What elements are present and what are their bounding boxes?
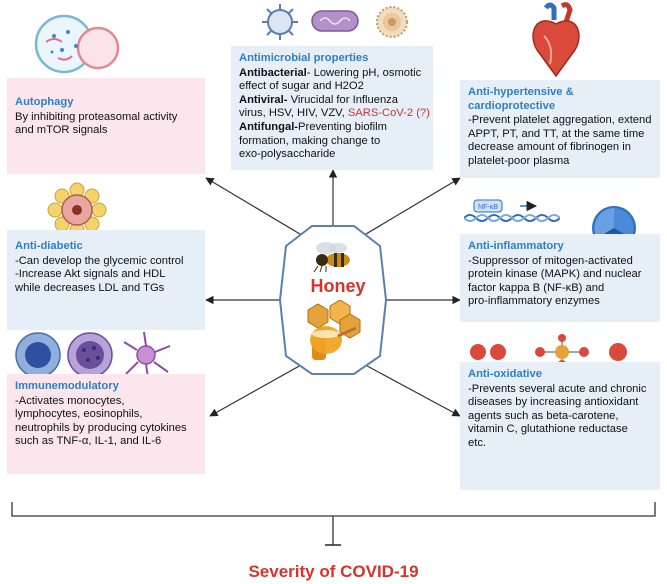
immune-cells-icon — [15, 331, 171, 379]
antioxidative-box: Anti-oxidative -Prevents several acute a… — [460, 362, 660, 490]
antibacterial-text-2: effect of sugar and H2O2 — [239, 80, 364, 93]
severity-label: Severity of COVID-19 — [248, 562, 419, 581]
nfkb-label: NF-κB — [478, 204, 498, 211]
immunomodulatory-line: lymphocytes, eosinophils, — [15, 408, 143, 421]
antihypertensive-title: Anti-hypertensive & cardioprotective — [468, 86, 574, 112]
antihypertensive-box: Anti-hypertensive & cardioprotective -Pr… — [460, 80, 660, 178]
antiviral-text: Virucidal for Influenza — [287, 93, 398, 106]
virus-icon — [262, 4, 298, 40]
antimicrobial-title: Antimicrobial properties — [239, 52, 369, 64]
antibacterial-text: - Lowering pH, osmotic — [306, 66, 422, 79]
antihypertensive-line: APPT, PT, and TT, at the same time — [468, 127, 645, 140]
dna-nfkb-icon: NF-κB — [464, 199, 560, 222]
fungus-icon — [376, 6, 408, 38]
antiviral-label: Antiviral- — [239, 93, 288, 106]
autophagy-line: By inhibiting proteasomal activity — [15, 110, 178, 123]
arrow-to-antihypertensive — [355, 177, 461, 241]
antifungal-text-3: exo-polysaccharide — [239, 148, 336, 161]
antibacterial-label: Antibacterial — [239, 66, 307, 79]
bacterium-icon — [311, 10, 359, 32]
honey-jar-icon — [307, 300, 361, 360]
sars-cov-2-highlight: SARS-CoV-2 (?) — [347, 107, 430, 120]
antihypertensive-line: decrease amount of fibrinogen in — [468, 141, 631, 154]
bee-icon — [313, 242, 350, 273]
honey-label: Honey — [310, 276, 366, 296]
honey-octagon — [278, 225, 388, 375]
antiviral-text-2: virus, HSV, HIV, VZV, — [239, 107, 348, 120]
antiinflammatory-line: factor kappa B (NF-κB) and — [468, 281, 605, 294]
antifungal-label: Antifungal- — [239, 120, 299, 133]
antiinflammatory-line: -Suppressor of mitogen-activated — [468, 254, 633, 267]
antioxidative-line: vitamin C, glutathione reductase — [468, 423, 628, 436]
antidiabetic-line: while decreases LDL and TGs — [15, 281, 165, 294]
antihypertensive-line: platelet-poor plasma — [468, 154, 570, 167]
arrow-to-antioxidative — [355, 359, 461, 417]
antidiabetic-line: -Can develop the glycemic control — [15, 254, 184, 267]
autophagy-title: Autophagy — [15, 96, 74, 108]
antifungal-text-2: formation, making change to — [239, 134, 381, 147]
bottom-bracket — [11, 502, 656, 517]
antihypertensive-line: -Prevent platelet aggregation, extend — [468, 114, 652, 127]
immunomodulatory-title: Immunemodulatory — [15, 380, 119, 392]
antioxidative-line: -Prevents several acute and chronic — [468, 382, 647, 395]
immunomodulatory-box: Immunemodulatory -Activates monocytes, l… — [7, 374, 205, 474]
antioxidative-line: etc. — [468, 436, 487, 449]
antiinflammatory-box: Anti-inflammatory -Suppressor of mitogen… — [460, 234, 660, 322]
autophagy-line: and mTOR signals — [15, 124, 108, 137]
immunomodulatory-line: such as TNF-α, IL-1, and IL-6 — [15, 435, 162, 448]
antioxidative-title: Anti-oxidative — [468, 368, 542, 380]
fat-cell-icon — [47, 182, 107, 238]
heart-icon — [532, 2, 580, 78]
immunomodulatory-line: neutrophils by producing cytokines — [15, 421, 187, 434]
arrow-to-autophagy — [205, 177, 311, 241]
antidiabetic-box: Anti-diabetic -Can develop the glycemic … — [7, 230, 205, 330]
antioxidative-line: agents such as beta-carotene, — [468, 409, 619, 422]
antidiabetic-line: -Increase Akt signals and HDL — [15, 268, 166, 281]
autophagy-box: Autophagy By inhibiting proteasomal acti… — [7, 78, 205, 174]
antioxidative-line: diseases by increasing antioxidant — [468, 396, 639, 409]
arrow-to-immunomodulatory — [209, 359, 311, 417]
antiinflammatory-title: Anti-inflammatory — [468, 240, 564, 252]
antifungal-text: Preventing biofilm — [298, 120, 387, 133]
immunomodulatory-line: -Activates monocytes, — [15, 394, 125, 407]
antimicrobial-box: Antimicrobial properties Antibacterial- … — [231, 46, 433, 170]
antidiabetic-title: Anti-diabetic — [15, 240, 83, 252]
antiinflammatory-line: protein kinase (MAPK) and nuclear — [468, 268, 642, 281]
autophagy-cell-icon — [34, 14, 120, 74]
antiinflammatory-line: pro-inflammatory enzymes — [468, 295, 600, 308]
